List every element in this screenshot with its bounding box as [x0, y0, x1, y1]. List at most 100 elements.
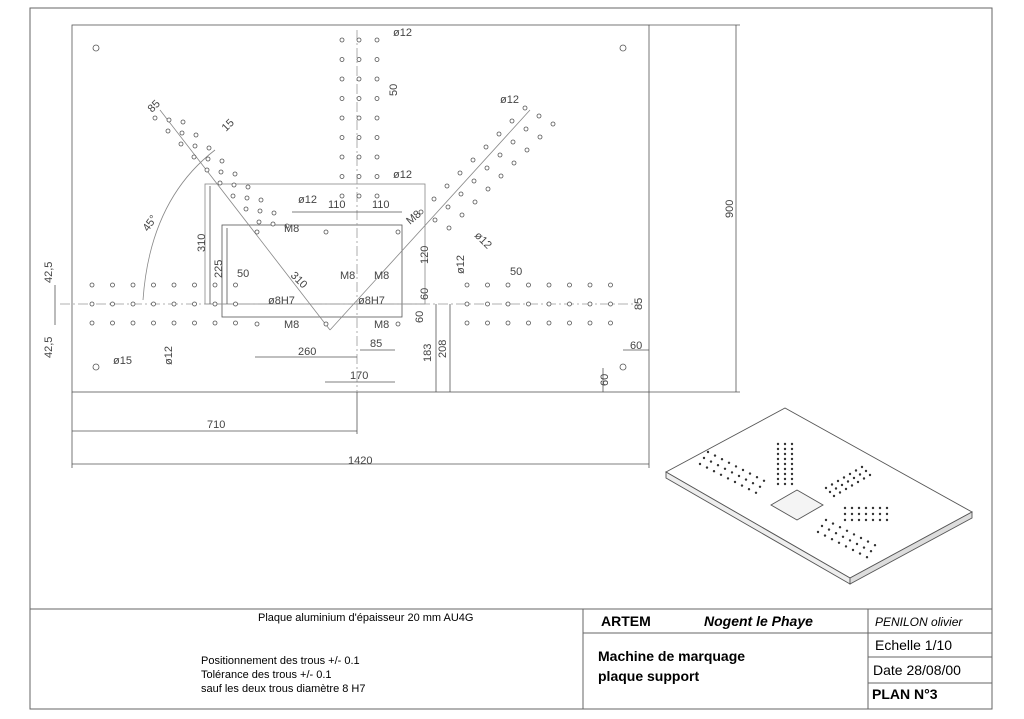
hole	[130, 301, 136, 307]
iso-hole	[864, 512, 868, 516]
iso-hole	[871, 512, 875, 516]
iso-hole	[820, 524, 824, 528]
iso-hole	[873, 544, 877, 547]
hole	[374, 174, 380, 179]
hole	[356, 37, 362, 43]
iso-hole	[702, 456, 706, 460]
iso-hole	[885, 506, 889, 510]
hole	[212, 282, 218, 288]
iso-hole	[878, 518, 882, 522]
iso-hole	[733, 480, 737, 484]
iso-hole	[723, 467, 727, 470]
corner-hole	[619, 363, 627, 371]
hole	[464, 301, 470, 307]
iso-hole	[841, 535, 845, 538]
hole	[323, 321, 329, 327]
hole	[339, 57, 345, 62]
hole	[339, 96, 345, 101]
hole	[374, 57, 380, 62]
hole	[180, 119, 186, 125]
hole	[497, 152, 503, 158]
iso-hole	[783, 462, 787, 466]
dim-d12-diag: ø12	[472, 230, 494, 252]
hole	[522, 105, 528, 111]
hole	[233, 320, 238, 326]
iso-hole	[713, 454, 717, 457]
hole	[171, 320, 177, 326]
dim-15-diag: 15	[220, 117, 237, 134]
hole	[179, 130, 185, 136]
iso-hole	[862, 477, 866, 480]
tolerance-note-1: Positionnement des trous +/- 0.1	[201, 655, 360, 667]
hole	[374, 135, 380, 140]
iso-hole	[740, 484, 744, 487]
hole	[356, 193, 362, 199]
hole	[374, 154, 380, 160]
iso-hole	[790, 462, 794, 466]
iso-hole	[783, 477, 787, 481]
hole	[258, 197, 264, 203]
hole	[244, 195, 250, 201]
hole	[496, 131, 502, 137]
corner-hole	[92, 44, 100, 52]
hole	[374, 115, 380, 121]
dim-310-d: 310	[288, 270, 309, 291]
hole	[510, 139, 516, 145]
angle-arc	[142, 149, 216, 301]
iso-hole	[741, 468, 745, 472]
hole	[374, 193, 380, 199]
hole	[270, 221, 276, 227]
iso-hole	[865, 556, 869, 559]
iso-hole	[712, 470, 716, 473]
plate-top-face	[665, 407, 973, 579]
iso-hole	[716, 464, 720, 467]
iso-hole	[790, 457, 794, 461]
hole	[523, 126, 529, 132]
dim-120: 120	[419, 246, 431, 264]
hole	[444, 183, 450, 189]
iso-hole	[831, 522, 835, 525]
hole	[192, 143, 198, 149]
iso-hole	[850, 506, 854, 510]
hole	[464, 282, 470, 288]
iso-hole	[776, 482, 780, 486]
hole	[254, 321, 260, 327]
iso-hole	[744, 478, 748, 481]
iso-hole	[790, 472, 794, 476]
iso-hole	[850, 518, 854, 522]
dim-1420: 1420	[348, 455, 372, 467]
hole	[546, 301, 552, 307]
dim-900: 900	[724, 200, 736, 218]
diagonal-line-left	[159, 109, 331, 331]
hole	[204, 167, 210, 173]
dim-208: 208	[437, 340, 449, 358]
hole	[505, 301, 511, 307]
hole	[587, 320, 593, 326]
iso-hole	[783, 472, 787, 476]
iso-hole	[836, 479, 840, 483]
hole	[192, 320, 197, 326]
iso-hole	[755, 476, 759, 479]
iso-hole	[783, 452, 787, 456]
hole	[191, 154, 197, 160]
dim-710: 710	[207, 419, 225, 431]
hole	[178, 141, 184, 147]
iso-hole	[858, 473, 862, 476]
label-m8: M8	[284, 319, 299, 331]
iso-hole	[758, 485, 762, 488]
iso-hole	[824, 518, 828, 522]
dim-d12-mid: ø12	[393, 169, 412, 181]
hole	[608, 320, 613, 326]
hole	[110, 301, 115, 307]
iso-hole	[864, 469, 868, 473]
iso-hole	[828, 490, 832, 494]
iso-hole	[816, 530, 820, 534]
dim-85-diag: 85	[146, 98, 163, 115]
hole	[446, 225, 452, 231]
dim-60-b: 60	[414, 311, 426, 323]
hole	[271, 210, 277, 216]
iso-hole	[790, 467, 794, 471]
iso-hole	[845, 529, 849, 532]
iso-hole	[720, 458, 724, 461]
iso-hole	[790, 477, 794, 481]
